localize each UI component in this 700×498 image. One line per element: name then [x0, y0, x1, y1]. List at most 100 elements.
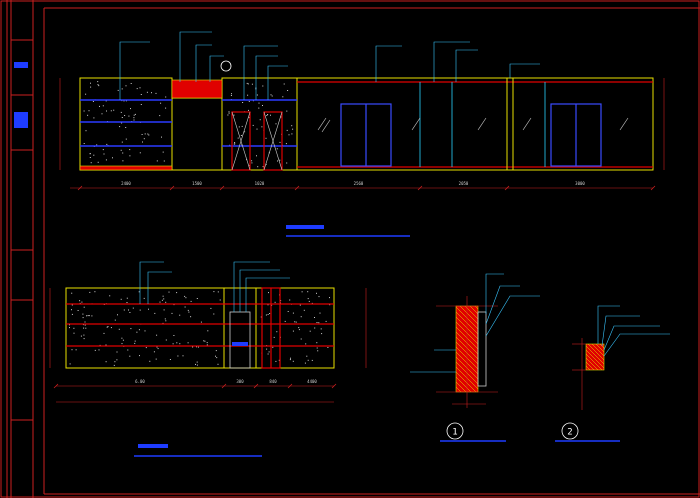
stone-speck — [73, 327, 75, 329]
stone-speck — [162, 295, 164, 297]
stone-speck — [110, 110, 112, 112]
stone-speck — [117, 314, 118, 316]
stone-speck — [266, 348, 268, 350]
stone-speck — [268, 292, 269, 294]
hatch-line — [455, 381, 467, 393]
stone-speck — [234, 143, 236, 145]
door-swing — [263, 111, 283, 171]
stone-speck — [125, 127, 127, 128]
dimension-label: 3000 — [575, 181, 585, 186]
stone-speck — [270, 94, 272, 96]
stone-speck — [160, 102, 162, 104]
stone-speck — [114, 319, 116, 321]
stone-speck — [285, 143, 287, 145]
hatch-line — [587, 343, 605, 361]
stone-speck — [258, 102, 260, 104]
hatch-line — [455, 386, 462, 393]
stone-speck — [268, 351, 270, 353]
stone-speck — [260, 316, 262, 318]
stone-speck — [184, 295, 186, 297]
stone-speck — [247, 94, 249, 96]
stone-hatch-bottom — [69, 291, 331, 366]
stone-speck — [161, 299, 163, 301]
stone-speck — [138, 291, 140, 293]
stone-speck — [125, 138, 127, 140]
dimension-tick — [504, 185, 510, 191]
stone-speck — [228, 112, 230, 114]
stone-speck — [123, 100, 125, 102]
view-title-text-mark — [138, 444, 168, 448]
stone-speck — [159, 301, 161, 303]
stone-speck — [274, 301, 276, 303]
stone-speck — [121, 122, 123, 124]
stone-speck — [121, 141, 123, 143]
stone-speck — [121, 343, 123, 345]
stone-speck — [90, 82, 91, 84]
glass-reflection — [477, 117, 487, 131]
stone-speck — [304, 362, 306, 364]
stone-speck — [89, 291, 91, 293]
stone-speck — [307, 298, 309, 300]
stone-speck — [177, 355, 179, 357]
wall-base — [79, 165, 173, 171]
stone-speck — [122, 160, 124, 162]
stone-speck — [140, 94, 142, 95]
stone-speck — [292, 312, 294, 314]
stone-speck — [303, 309, 305, 311]
stone-speck — [251, 160, 253, 162]
stone-speck — [106, 110, 107, 112]
stone-speck — [251, 162, 253, 164]
glass-reflection — [317, 117, 327, 131]
stone-speck — [282, 96, 284, 98]
stone-speck — [134, 113, 136, 115]
stone-speck — [75, 349, 77, 351]
glass-reflection — [619, 117, 629, 131]
door-opening — [171, 97, 223, 171]
stone-speck — [86, 315, 88, 317]
stone-speck — [279, 159, 281, 161]
stone-speck — [125, 85, 127, 87]
stone-speck — [93, 117, 95, 119]
glass-facade — [296, 77, 654, 171]
stone-speck — [97, 84, 99, 86]
stone-speck — [157, 348, 159, 350]
hatch-line — [585, 345, 605, 365]
stone-speck — [106, 143, 108, 145]
stone-speck — [113, 364, 115, 366]
dimension-tick — [53, 383, 59, 389]
stone-speck — [265, 314, 267, 316]
stone-speck — [103, 153, 105, 155]
stone-speck — [139, 355, 140, 357]
stone-speck — [169, 359, 171, 360]
hatch-line — [585, 361, 595, 371]
dimension-label: 2050 — [459, 181, 469, 186]
stone-speck — [267, 314, 269, 315]
stone-speck — [257, 166, 259, 168]
stone-speck — [314, 317, 315, 318]
stone-speck — [173, 335, 175, 336]
hatch-line — [585, 365, 591, 371]
stone-speck — [256, 155, 257, 157]
stone-speck — [102, 149, 104, 151]
stone-speck — [107, 326, 109, 328]
stone-speck — [204, 340, 206, 342]
stone-speck — [110, 327, 112, 329]
stone-speck — [234, 142, 236, 143]
stone-speck — [278, 359, 280, 361]
stone-speck — [165, 96, 167, 98]
stone-speck — [187, 342, 189, 344]
stone-speck — [190, 300, 192, 302]
dimension-label: 1500 — [192, 181, 202, 186]
stone-speck — [203, 340, 205, 342]
stone-speck — [144, 133, 146, 135]
stone-speck — [155, 92, 157, 94]
stone-speck — [141, 134, 143, 135]
stone-speck — [176, 342, 178, 344]
stone-speck — [327, 347, 329, 348]
stone-speck — [206, 342, 208, 344]
stone-speck — [142, 141, 143, 143]
stone-speck — [287, 311, 289, 312]
stone-speck — [103, 332, 105, 334]
stone-speck — [77, 310, 79, 311]
